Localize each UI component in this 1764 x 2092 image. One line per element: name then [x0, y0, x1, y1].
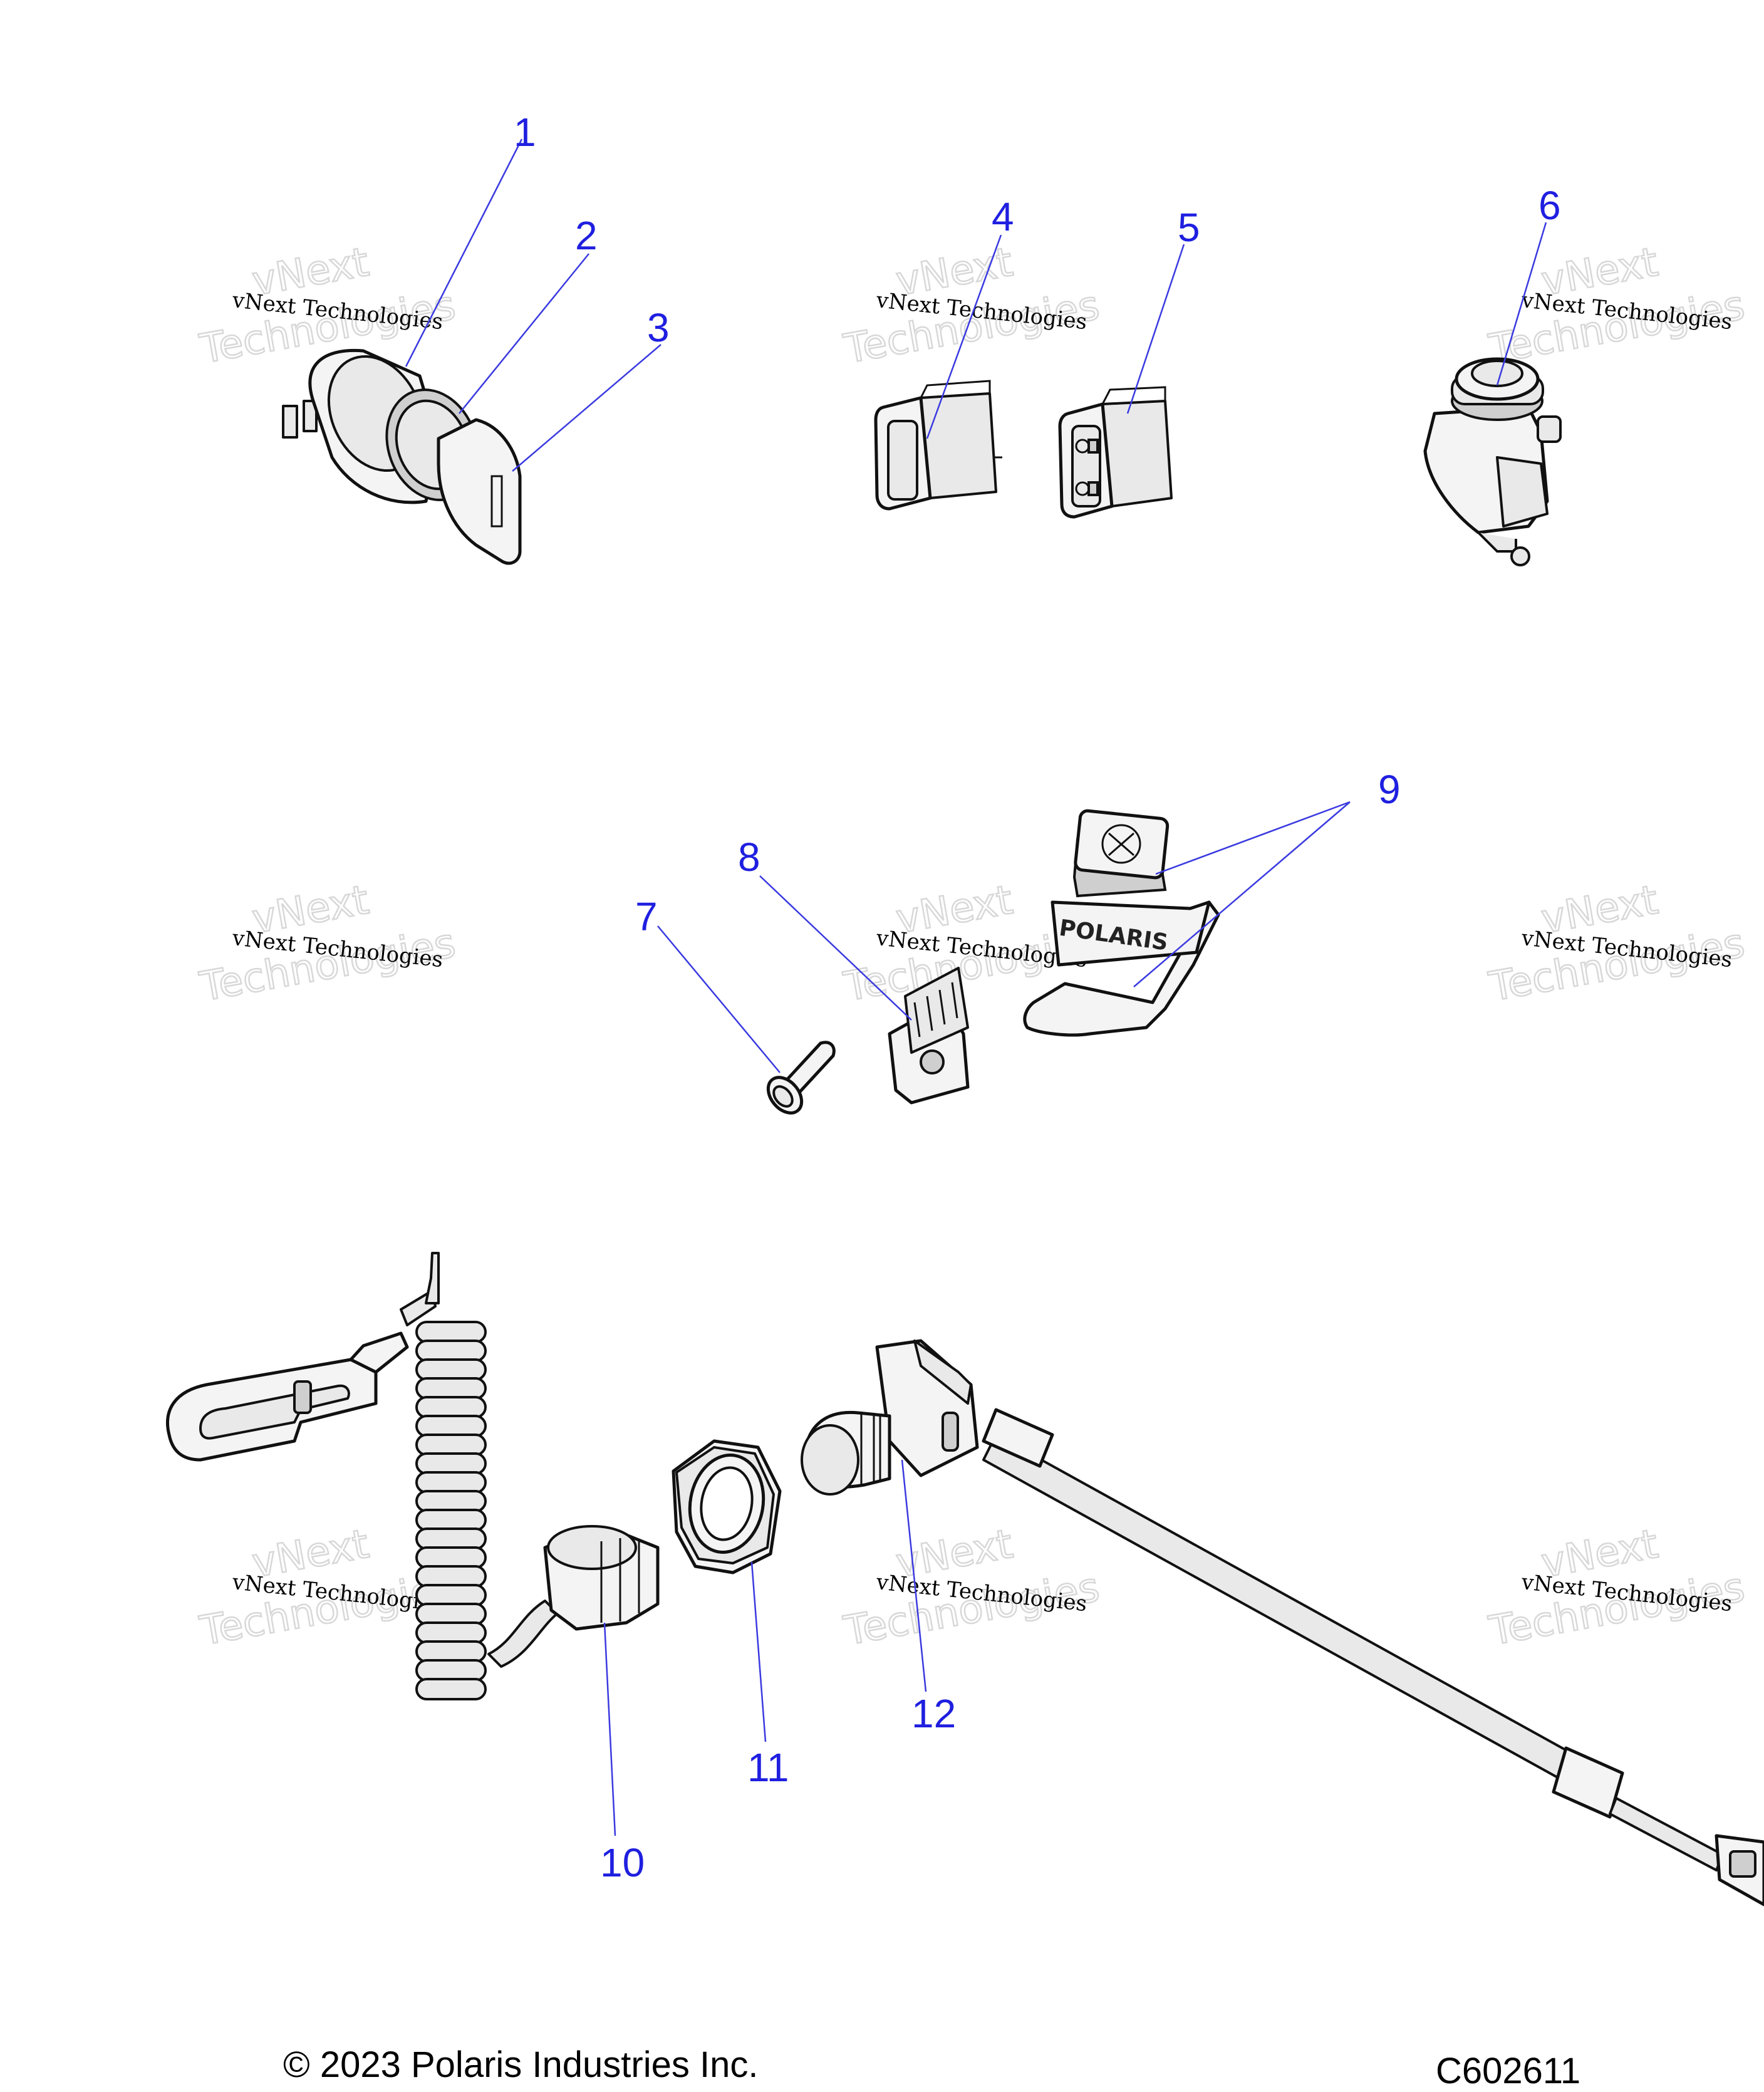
- watermark-bottom-right: vNext Technologies vNext Technologies: [1485, 1520, 1748, 1655]
- watermark-top-center: vNext Technologies vNext Technologies: [839, 238, 1103, 373]
- callout-12: 12: [911, 1691, 956, 1736]
- ignition-switch-assembly: [282, 348, 522, 565]
- callout-8: 8: [738, 835, 760, 880]
- callout-2: 2: [575, 213, 598, 258]
- callout-6: 6: [1538, 183, 1561, 228]
- coiled-cord: [415, 1321, 487, 1700]
- watermark-bottom-center: vNext Technologies vNext Technologies: [839, 1520, 1103, 1655]
- watermark-mid-left: vNext Technologies vNext Technologies: [195, 876, 459, 1011]
- hex-nut: [672, 1439, 782, 1574]
- callout-4: 4: [992, 194, 1014, 239]
- callout-10: 10: [600, 1840, 645, 1885]
- tether-cap-assembly: POLARIS: [1023, 809, 1220, 1037]
- callout-3: 3: [647, 305, 670, 350]
- push-button-switch: [1423, 357, 1562, 566]
- watermark-top-left: vNext Technologies vNext Technologies: [195, 238, 459, 373]
- watermark-mid-right: vNext Technologies vNext Technologies: [1485, 876, 1748, 1011]
- drawing-number: C602611: [1436, 2051, 1581, 2091]
- leader-lines: [405, 138, 1547, 1836]
- copyright-notice: © 2023 Polaris Industries Inc.: [283, 2044, 759, 2085]
- callout-5: 5: [1178, 205, 1200, 250]
- rocker-switch-lighted: [1058, 386, 1173, 519]
- rocker-switch-plain: [874, 380, 1002, 511]
- callout-9: 9: [1378, 767, 1401, 812]
- tether-clip: [888, 967, 970, 1105]
- tether-lanyard: [166, 1252, 660, 1700]
- callout-11: 11: [747, 1745, 789, 1790]
- watermark-top-right: vNext Technologies vNext Technologies: [1485, 238, 1748, 373]
- callout-1: 1: [514, 110, 536, 155]
- pin: [766, 1041, 836, 1115]
- callout-7: 7: [635, 894, 658, 939]
- tether-switch-harness: [801, 1339, 1764, 1907]
